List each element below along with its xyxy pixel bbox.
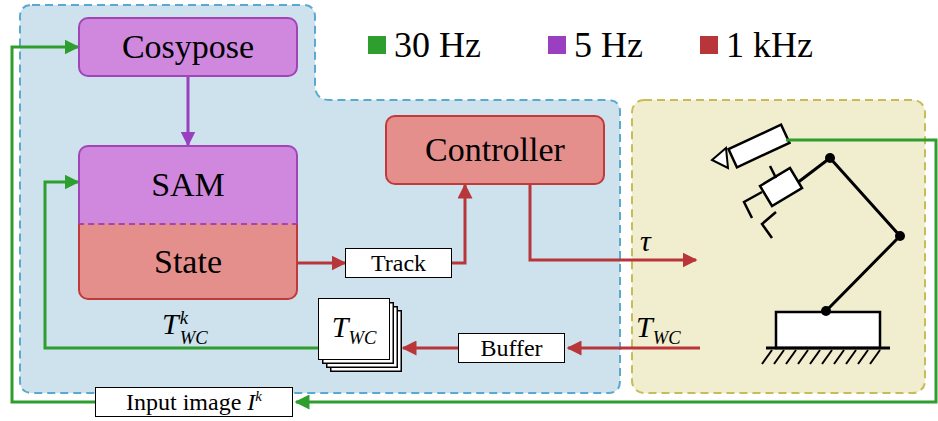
robot-arm [712,125,900,364]
pose-stack: TWC [318,298,390,360]
signal-name: TkWC [162,308,208,347]
ground-hatch [822,350,832,364]
node-label: TWC [332,310,377,349]
connector-arrow [298,262,345,265]
node-label: Cosypose [122,28,254,66]
connector-arrow [403,347,458,350]
ground-hatch [834,350,844,364]
node-label: Controller [425,131,565,169]
signal-name: TWC [636,312,681,348]
process-box: Cosypose [78,17,298,77]
legend-swatch [368,36,386,54]
legend-text: 5 Hz [574,24,643,66]
process-box: Controller [385,115,605,185]
legend-entry: 1 kHz [700,24,813,66]
state-box: State [78,223,298,300]
signal-box: Input image Ik [95,387,293,417]
ground-hatch [810,350,820,364]
legend-entry: 5 Hz [548,24,643,66]
ground-hatch [858,350,868,364]
connector-arrow [187,77,190,145]
legend-text: 1 kHz [726,24,813,66]
torque-wire [530,185,696,260]
legend-text: 30 Hz [394,24,481,66]
ground-hatch [798,350,808,364]
ground-hatch [846,350,856,364]
signal-name: τ [640,226,651,256]
node-label: Track [371,250,426,277]
node-label: Input image Ik [126,388,262,416]
node-label: Buffer [480,335,542,362]
signal-box: Buffer [458,333,565,363]
joint-dots [821,153,905,316]
legend-entry: 30 Hz [368,24,481,66]
process-box: SAM [78,145,298,223]
ground-hatch [762,350,772,364]
ground-hatch [774,350,784,364]
node-label: State [154,243,222,281]
legend-swatch [548,36,566,54]
ground-hatch [870,350,880,364]
legend-swatch [700,36,718,54]
connector-arrow [452,185,465,263]
node-label: SAM [151,166,225,204]
ground-hatch [786,350,796,364]
signal-box: Track [345,248,452,278]
